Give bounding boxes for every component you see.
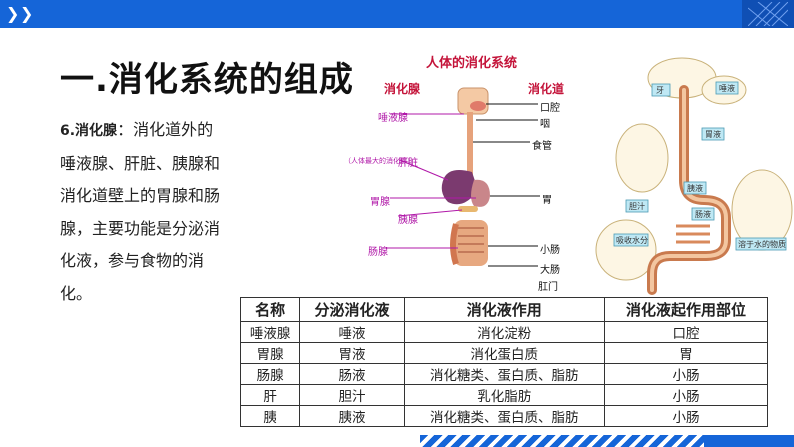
table-cell: 小肠	[603, 405, 769, 427]
table-cell: 消化淀粉	[403, 321, 605, 343]
column-header-name: 名称	[239, 297, 301, 322]
label-mouth: 口腔	[540, 103, 560, 114]
cartoon-label-bile: 胆汁	[629, 202, 645, 211]
label-large-intestine: 大肠	[540, 265, 560, 276]
cartoon-label-soluble-substances: 溶于水的物质	[738, 240, 786, 249]
table-cell: 肠液	[299, 363, 405, 385]
label-small-intestine: 小肠	[540, 245, 560, 256]
chevron-right-icon: ❯	[20, 4, 34, 23]
table-cell: 口腔	[603, 321, 769, 343]
digestive-organs-figure	[386, 87, 540, 267]
table-row: 肠腺 肠液 消化糖类、蛋白质、脂肪 小肠	[239, 363, 769, 385]
table-row: 胃腺 胃液 消化蛋白质 胃	[239, 342, 769, 364]
bottom-corner-block	[704, 435, 794, 447]
cartoon-label-intestinal-juice: 肠液	[695, 210, 711, 219]
table-row: 肝 胆汁 乳化脂肪 小肠	[239, 384, 769, 406]
cartoon-label-gastric-juice: 胃液	[705, 130, 721, 139]
table-row: 胰 胰液 消化糖类、蛋白质、脂肪 小肠	[239, 405, 769, 427]
cartoon-label-teeth: 牙	[656, 86, 664, 95]
table-cell: 肝	[239, 384, 301, 406]
label-pancreas: 胰腺	[398, 215, 418, 226]
column-header-secretion: 分泌消化液	[299, 297, 405, 322]
column-header-function: 消化液作用	[403, 297, 605, 322]
column-header-site: 消化液起作用部位	[603, 297, 769, 322]
label-intestinal-gland: 肠腺	[368, 247, 388, 258]
paragraph-text: ：消化道外的唾液腺、肝脏、胰腺和消化道壁上的胃腺和肠腺，主要功能是分泌消化液，参…	[60, 120, 221, 303]
grid-pattern-icon	[748, 2, 788, 26]
top-banner: ❯ ❯	[0, 0, 794, 28]
digestive-glands-table: 名称 分泌消化液 消化液作用 消化液起作用部位 唾液腺 唾液 消化淀粉 口腔 胃…	[239, 297, 769, 427]
diagram-title: 人体的消化系统	[426, 56, 518, 71]
label-stomach: 胃	[542, 195, 552, 206]
label-esophagus: 食管	[532, 141, 552, 152]
label-liver: 肝脏	[398, 158, 418, 169]
paragraph-label: 6.消化腺	[60, 123, 118, 139]
label-anus: 肛门	[538, 282, 558, 293]
table-cell: 小肠	[603, 363, 769, 385]
label-gastric-gland: 胃腺	[370, 197, 390, 208]
chevron-right-icon: ❯	[6, 4, 20, 23]
table-cell: 胃	[603, 342, 769, 364]
table-cell: 胃液	[299, 342, 405, 364]
bottom-stripe-decoration	[420, 435, 794, 447]
table-cell: 唾液	[299, 321, 405, 343]
page-title: 一.消化系统的组成	[60, 60, 354, 100]
table-cell: 乳化脂肪	[403, 384, 605, 406]
cartoon-label-pancreatic-juice: 胰液	[687, 184, 703, 193]
cartoon-label-saliva: 唾液	[719, 84, 735, 93]
digestive-system-diagram: 人体的消化系统 消化腺 消化道	[340, 50, 580, 293]
diagram-header-tract: 消化道	[528, 82, 565, 96]
table-cell: 胰液	[299, 405, 405, 427]
table-cell: 胰	[239, 405, 301, 427]
table-header-row: 名称 分泌消化液 消化液作用 消化液起作用部位	[239, 297, 769, 322]
label-salivary-gland: 唾液腺	[378, 113, 408, 124]
table-cell: 胃腺	[239, 342, 301, 364]
digestion-cartoon-illustration: 牙 唾液 胃液 胆汁 胰液 肠液 吸收水分 溶于水的物质	[586, 50, 794, 296]
cartoon-label-water-absorption: 吸收水分	[616, 236, 648, 245]
table-cell: 胆汁	[299, 384, 405, 406]
table-cell: 消化糖类、蛋白质、脂肪	[403, 363, 605, 385]
table-cell: 消化蛋白质	[403, 342, 605, 364]
body-paragraph: 6.消化腺：消化道外的唾液腺、肝脏、胰腺和消化道壁上的胃腺和肠腺，主要功能是分泌…	[60, 114, 228, 310]
diagram-header-glands: 消化腺	[384, 82, 421, 96]
digestion-cartoon-figure	[595, 57, 793, 295]
label-largest-gland-note: （人体最大的消化腺）	[344, 157, 414, 165]
table-cell: 消化糖类、蛋白质、脂肪	[403, 405, 605, 427]
label-pharynx: 咽	[540, 119, 550, 130]
table-cell: 唾液腺	[239, 321, 301, 343]
table-row: 唾液腺 唾液 消化淀粉 口腔	[239, 321, 769, 343]
table-cell: 肠腺	[239, 363, 301, 385]
banner-corner	[742, 0, 794, 28]
table-cell: 小肠	[603, 384, 769, 406]
